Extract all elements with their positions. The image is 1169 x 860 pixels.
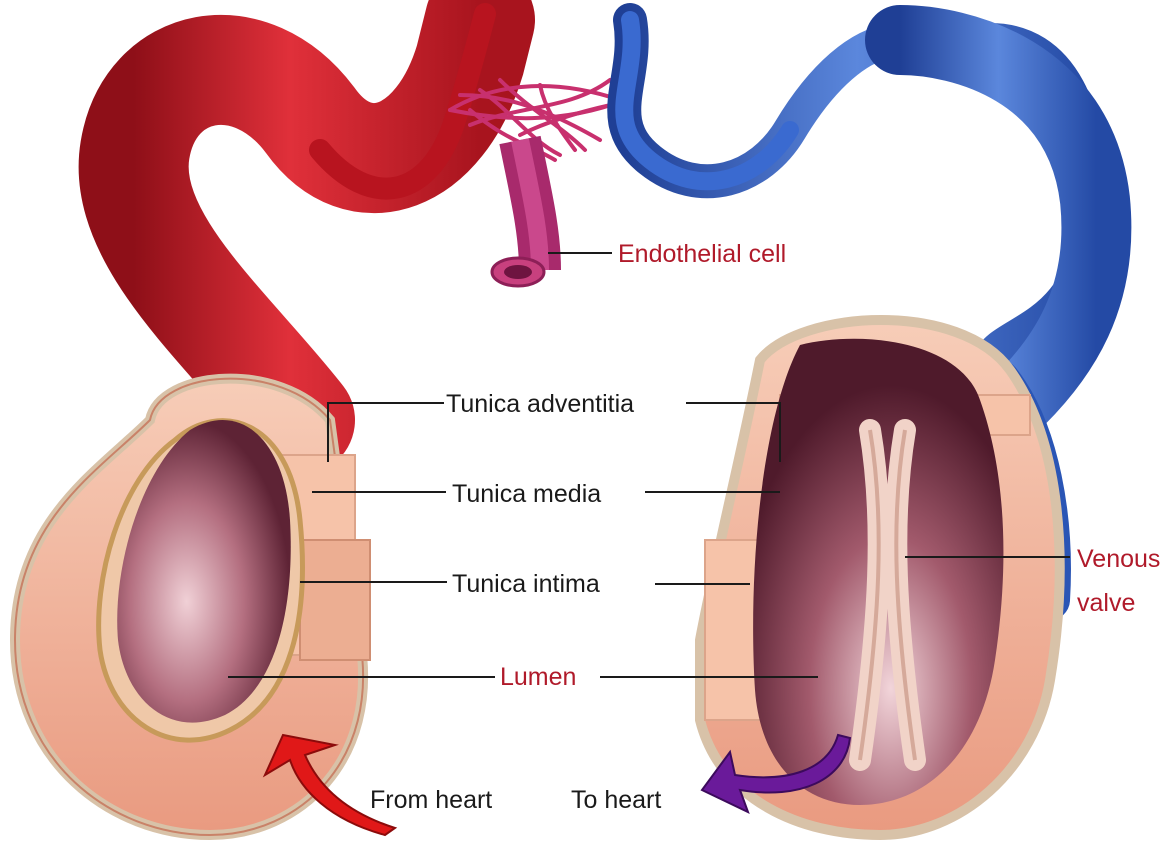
label-tunica-adventitia: Tunica adventitia <box>446 390 634 418</box>
label-endothelial-cell: Endothelial cell <box>618 240 786 268</box>
artery <box>134 14 485 420</box>
vein-cross-section <box>700 320 1060 835</box>
label-tunica-media: Tunica media <box>452 480 601 508</box>
label-venous-valve-line2: valve <box>1077 589 1135 617</box>
label-tunica-intima: Tunica intima <box>452 570 600 598</box>
label-lumen: Lumen <box>500 663 576 691</box>
endothelial-tube <box>492 140 544 286</box>
artery-cross-section <box>15 379 370 835</box>
label-from-heart: From heart <box>370 786 492 814</box>
label-to-heart: To heart <box>571 786 661 814</box>
label-venous-valve-line1: Venous <box>1077 545 1160 573</box>
